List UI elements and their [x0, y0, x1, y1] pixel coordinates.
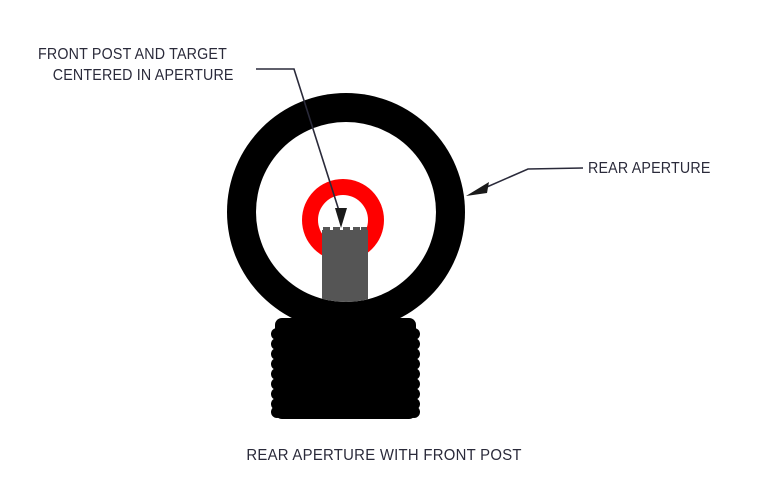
- front-post: [322, 227, 368, 302]
- leader-line-front-post: [256, 68, 347, 228]
- annotation-front-post-line1: FRONT POST AND TARGET: [38, 46, 228, 63]
- knurled-barrel: [271, 318, 420, 419]
- figure-caption-text: REAR APERTURE WITH FRONT POST: [246, 447, 522, 464]
- annotation-rear-aperture: REAR APERTURE: [588, 160, 711, 177]
- figure-caption: REAR APERTURE WITH FRONT POST: [0, 447, 768, 465]
- annotation-front-post-and-target: FRONT POST AND TARGET CENTERED IN APERTU…: [38, 44, 234, 86]
- annotation-front-post-line2: CENTERED IN APERTURE: [52, 67, 234, 84]
- leader-line-rear-aperture: [466, 167, 584, 196]
